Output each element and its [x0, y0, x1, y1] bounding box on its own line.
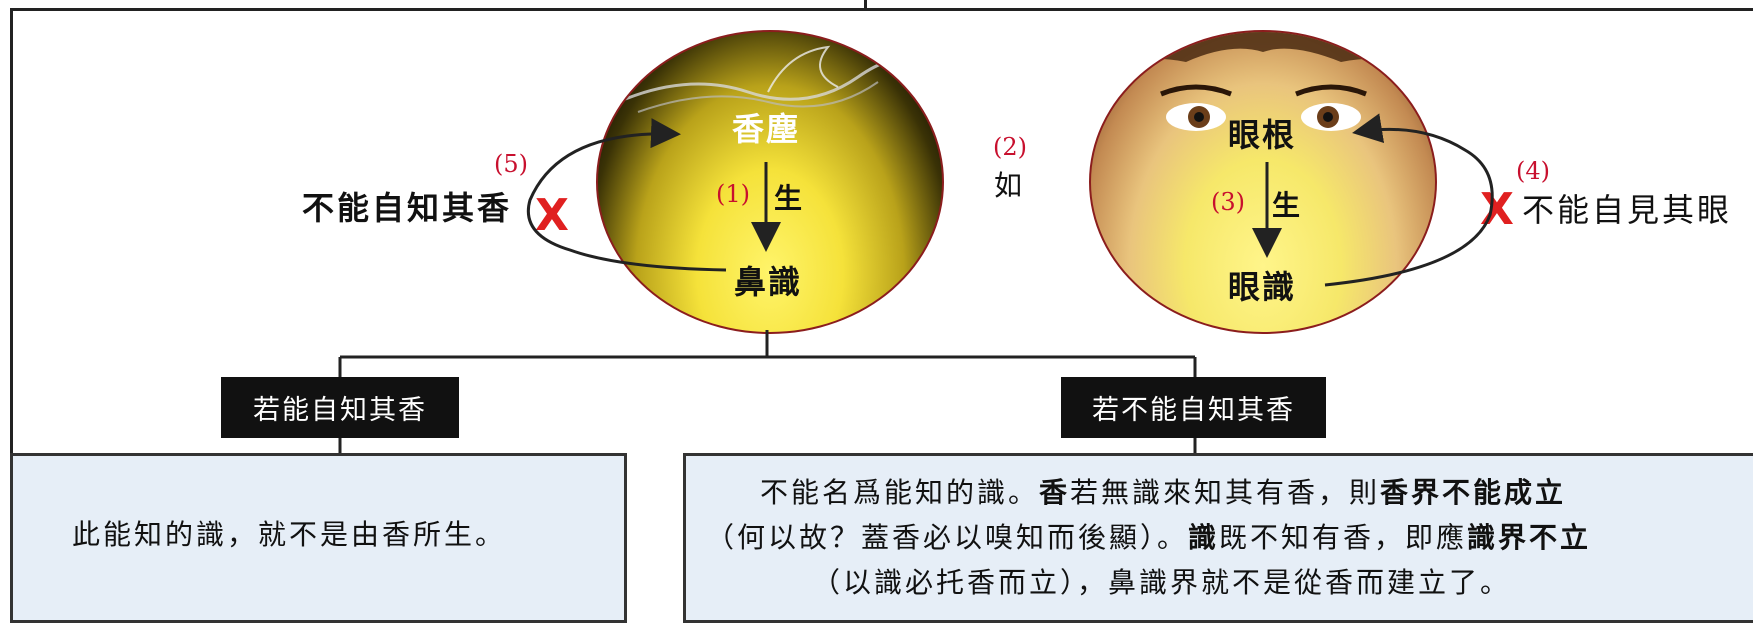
- right-conclusion-line-1: 不能名爲能知的識。香若無識來知其有香，則香界不能成立: [760, 471, 1566, 511]
- step-5-number: (5): [494, 150, 528, 178]
- line2-part-d: 識界不立: [1467, 521, 1592, 554]
- step-2-number: (2): [993, 133, 1027, 161]
- incense-dust-label: 香塵: [732, 110, 801, 148]
- cannot-know-fragrance-label: 不能自知其香: [302, 189, 513, 227]
- line2-part-a: （何以故？蓋香必以嗅知而後顯）。: [706, 521, 1189, 554]
- frame-top-connector: [864, 0, 867, 10]
- branch-label-can-know: 若能自知其香: [221, 377, 459, 438]
- right-conclusion-line-3: （以識必托香而立），鼻識界就不是從香而建立了。: [812, 566, 1512, 599]
- right-conclusion-line-2: （何以故？蓋香必以嗅知而後顯）。識既不知有香，即應識界不立: [706, 516, 1591, 556]
- line1-part-d: 香界不能成立: [1380, 476, 1567, 509]
- branch-label-cannot-know-text: 若不能自知其香: [1092, 395, 1295, 426]
- face-image: [1091, 32, 1435, 131]
- smoke-image: [617, 45, 940, 113]
- cannot-see-eye-label: 不能自見其眼: [1522, 191, 1733, 229]
- likewise-label: 如: [994, 169, 1026, 202]
- right-conclusion-box: [683, 453, 1753, 623]
- frame-top: [10, 8, 1753, 11]
- line1-part-a: 不能名爲能知的識。: [760, 476, 1040, 509]
- step-3-number: (3): [1211, 188, 1245, 216]
- line2-part-c: 既不知有香，即應: [1219, 521, 1468, 554]
- branch-label-can-know-text: 若能自知其香: [253, 395, 427, 426]
- left-conclusion-text: 此能知的識，就不是由香所生。: [72, 518, 507, 551]
- incense-dust-circle: [596, 30, 944, 334]
- step-4-number: (4): [1516, 157, 1550, 185]
- line1-part-b: 香: [1039, 476, 1071, 509]
- branch-label-cannot-know: 若不能自知其香: [1061, 377, 1326, 438]
- nose-consciousness-label: 鼻識: [734, 263, 803, 301]
- eye-consciousness-label: 眼識: [1228, 268, 1297, 306]
- connector-lines: [338, 113, 1494, 455]
- left-cross-icon: X: [535, 190, 569, 241]
- step-1-number: (1): [716, 180, 750, 208]
- frame-left: [10, 8, 13, 610]
- eye-organ-label: 眼根: [1228, 116, 1297, 154]
- left-sheng-label: 生: [774, 182, 803, 215]
- line1-part-c: 若無識來知其有香，則: [1070, 476, 1381, 509]
- line2-part-b: 識: [1188, 521, 1220, 554]
- eye-organ-circle: [1089, 30, 1437, 334]
- right-sheng-label: 生: [1272, 189, 1301, 222]
